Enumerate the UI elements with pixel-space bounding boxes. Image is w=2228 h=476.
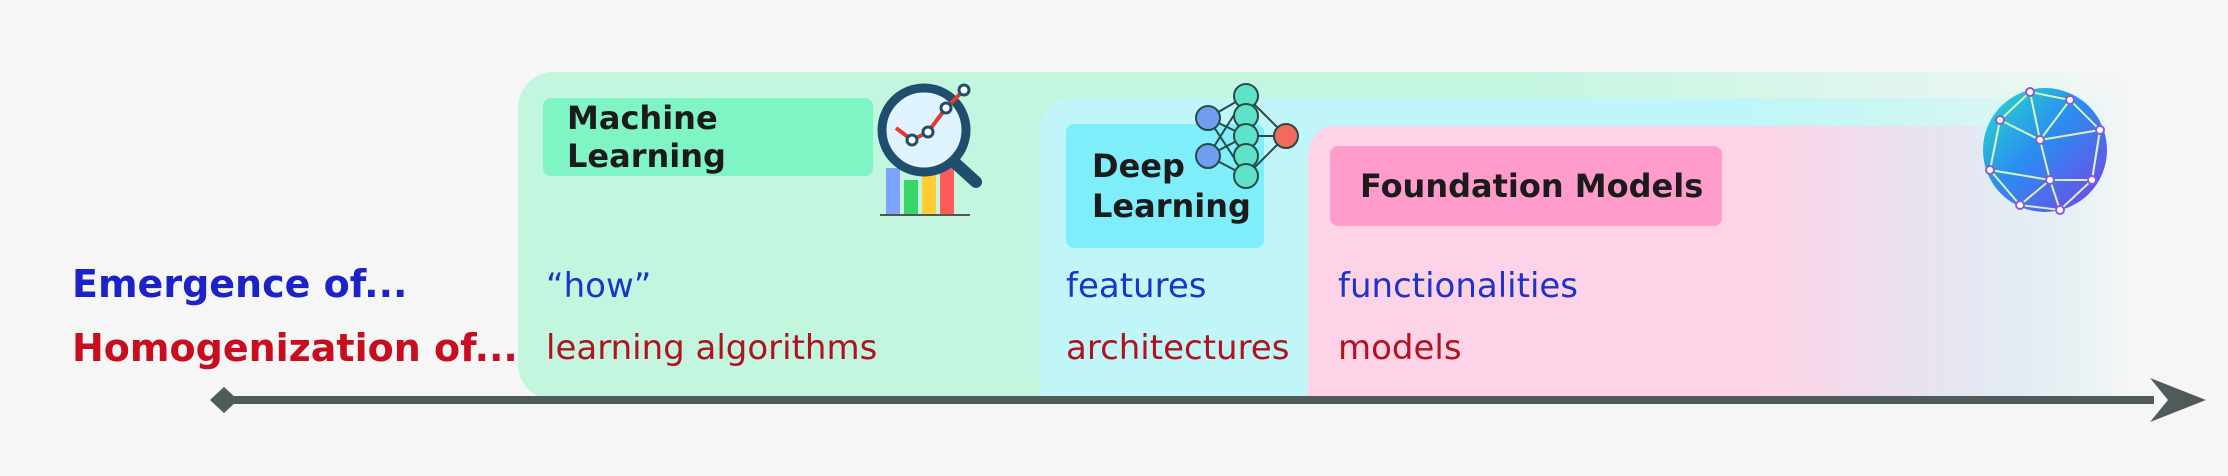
foundation-models-title: Foundation Models xyxy=(1330,146,1722,226)
timeline-arrow xyxy=(210,378,2206,422)
emergence-row-label: Emergence of... xyxy=(72,262,408,306)
machine-learning-title: Machine Learning xyxy=(543,98,873,176)
dl-homogenization-text: architectures xyxy=(1066,328,1290,368)
neural-network-icon xyxy=(1195,83,1299,189)
fm-emergence-text: functionalities xyxy=(1338,266,1579,306)
magnifier-chart-icon xyxy=(877,83,982,216)
homogenization-row-label: Homogenization of... xyxy=(72,326,518,370)
globe-network-icon xyxy=(1970,75,2120,225)
dl-emergence-text: features xyxy=(1066,266,1207,306)
ml-homogenization-text: learning algorithms xyxy=(546,328,878,368)
fm-homogenization-text: models xyxy=(1338,328,1462,368)
ml-emergence-text: “how” xyxy=(546,266,652,306)
